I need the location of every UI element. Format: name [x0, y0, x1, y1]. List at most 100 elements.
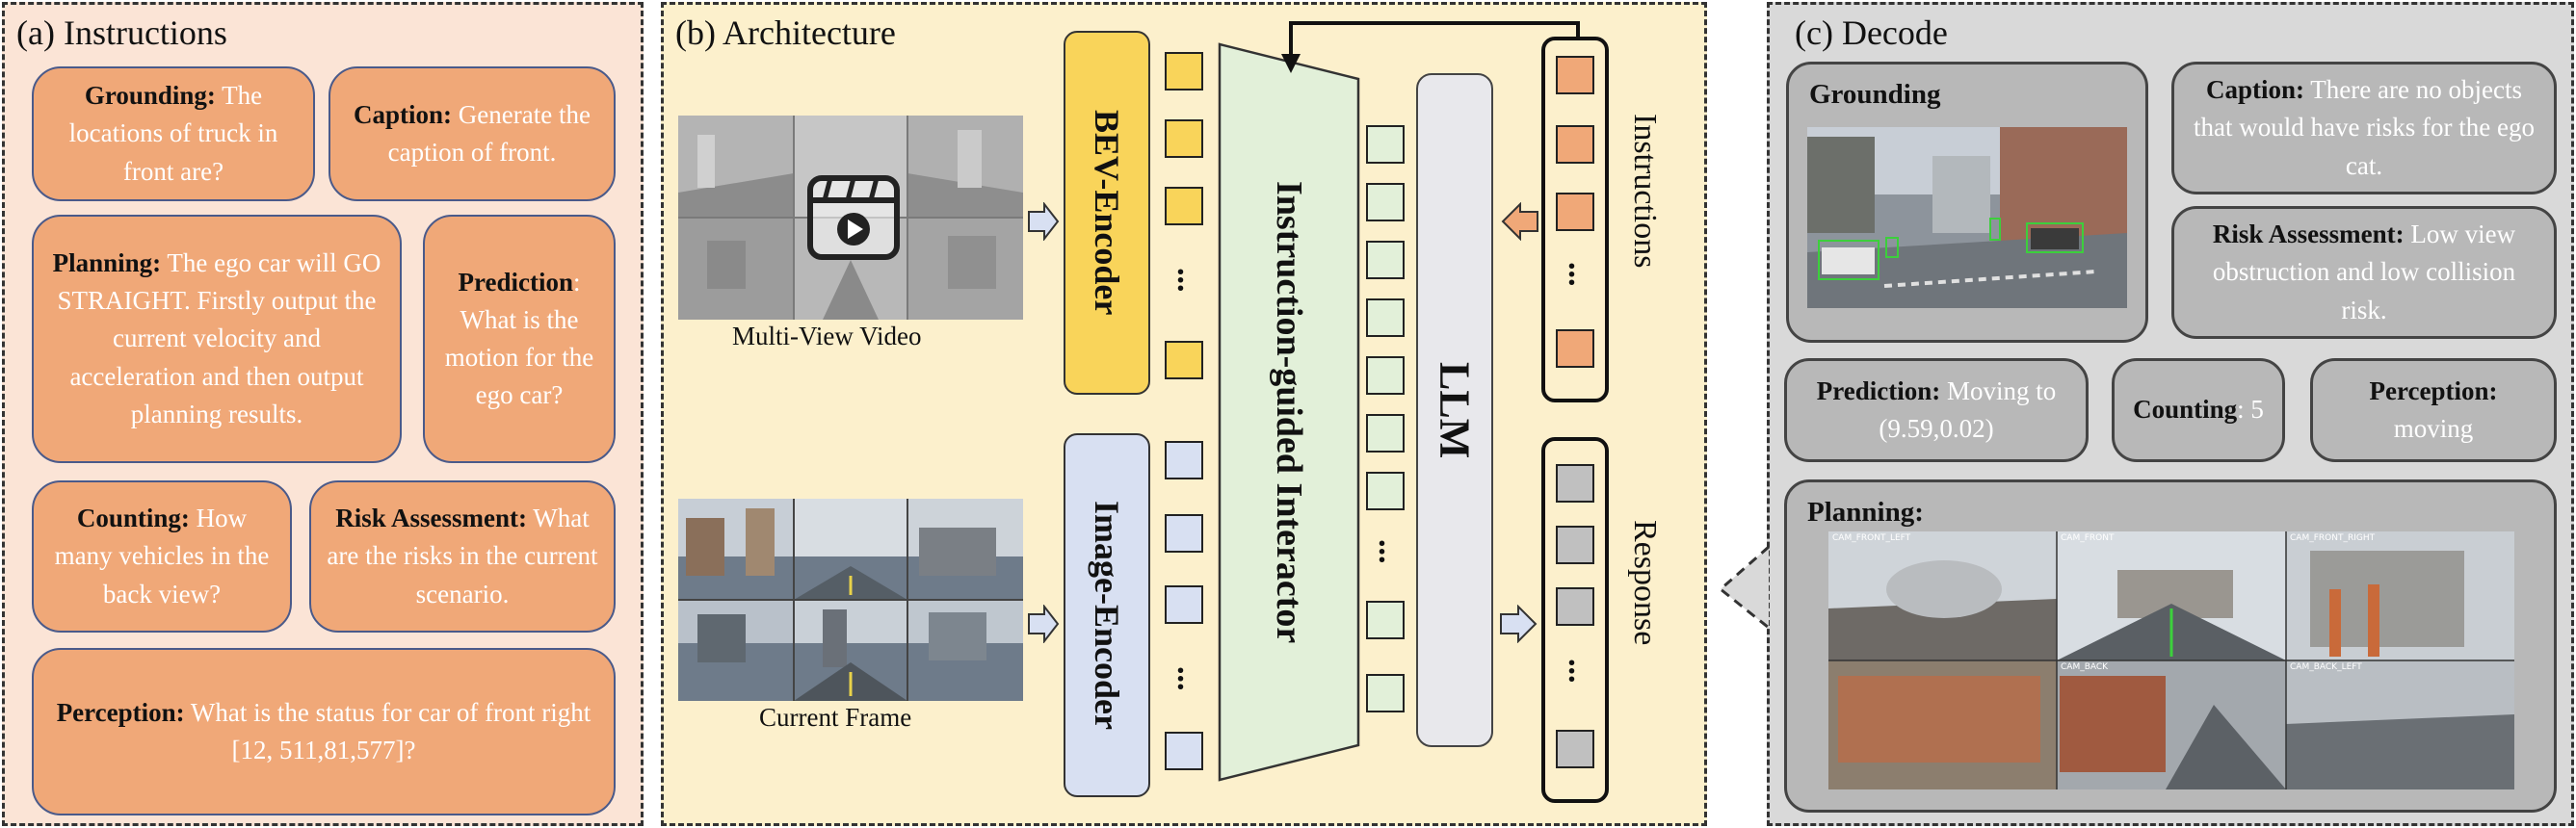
- grounding-result-image: [1807, 127, 2127, 308]
- planning-text: The ego car will GO STRAIGHT. Firstly ou…: [57, 248, 381, 428]
- counting-text: How many vehicles in the back view?: [54, 504, 270, 608]
- interactor-token: [1366, 183, 1405, 221]
- llm-to-response-arrow: [1500, 605, 1538, 643]
- decode-title: (c) Decode: [1795, 13, 1948, 52]
- prediction-label: Prediction: [458, 267, 573, 297]
- prediction-instruction-card: Prediction: What is the motion for the e…: [423, 215, 616, 463]
- prediction-result-text: Moving to (9.59,0.02): [1879, 375, 2057, 443]
- instructions-title: (a) Instructions: [16, 13, 227, 52]
- instruction-token: [1556, 193, 1594, 231]
- perception-result-text: moving: [2393, 414, 2474, 443]
- image-token: [1165, 732, 1203, 770]
- bev-token: [1165, 52, 1203, 91]
- perception-label: Perception:: [56, 697, 185, 727]
- interactor-block: Instruction-guided Interactor: [1218, 42, 1360, 782]
- caption-result-label: Caption:: [2206, 75, 2305, 105]
- interactor-label: Instruction-guided Interactor: [1269, 180, 1309, 644]
- instruction-token: [1556, 125, 1594, 164]
- llm-label: LLM: [1431, 361, 1479, 459]
- planning-label: Planning:: [52, 248, 162, 278]
- instruction-token: [1556, 56, 1594, 94]
- risk-result-label: Risk Assessment:: [2212, 220, 2405, 249]
- grounding-scene-graphic: [1807, 127, 2127, 308]
- image-encoder-label: Image-Encoder: [1088, 501, 1126, 730]
- cam-back-label: CAM_BACK: [2061, 662, 2109, 672]
- risk-text: What are the risks in the current scenar…: [327, 504, 598, 608]
- interactor-token: [1366, 298, 1405, 337]
- response-token: [1556, 730, 1594, 768]
- counting-result-card: Counting: 5: [2112, 358, 2285, 462]
- interactor-shape: [1218, 42, 1360, 782]
- instructions-to-llm-arrow: [1501, 202, 1538, 241]
- current-frame-image: [678, 499, 1023, 701]
- multi-view-video-image: [678, 116, 1023, 320]
- instructions-label: Instructions: [1627, 114, 1663, 269]
- bev-encoder-label: BEV-Encoder: [1088, 110, 1126, 316]
- interactor-token: [1366, 414, 1405, 453]
- planning-instruction-card: Planning: The ego car will GO STRAIGHT. …: [32, 215, 402, 463]
- risk-result-text: Low view obstruction and low collision r…: [2212, 220, 2516, 324]
- interactor-token: [1366, 601, 1405, 639]
- current-frame-label: Current Frame: [759, 703, 912, 732]
- cam-back-left-label: CAM_BACK_LEFT: [2290, 662, 2362, 672]
- caption-instruction-card: Caption: Generate the caption of front.: [329, 66, 616, 201]
- perception-result-card: Perception: moving: [2310, 358, 2557, 462]
- multi-view-video-label: Multi-View Video: [732, 322, 922, 350]
- image-encoder-block: Image-Encoder: [1064, 433, 1150, 797]
- prediction-text: : What is the motion for the ego car?: [444, 267, 594, 410]
- instruction-tokens-container: [1541, 37, 1609, 402]
- risk-result-card: Risk Assessment: Low view obstruction an…: [2171, 206, 2557, 339]
- video-play-icon: [807, 175, 900, 260]
- image-token: [1165, 514, 1203, 553]
- response-token: [1556, 464, 1594, 503]
- bev-encoder-block: BEV-Encoder: [1064, 31, 1150, 395]
- image-token: [1165, 585, 1203, 624]
- bev-token: [1165, 119, 1203, 158]
- architecture-title: (b) Architecture: [675, 13, 896, 52]
- counting-label: Counting:: [76, 504, 190, 533]
- interactor-token-ellipsis: ...: [1372, 539, 1407, 564]
- interactor-token: [1366, 674, 1405, 712]
- response-label: Response: [1627, 520, 1663, 646]
- video-to-bev-arrow: [1028, 202, 1060, 241]
- bev-token: [1165, 341, 1203, 379]
- response-token: [1556, 587, 1594, 626]
- perception-instruction-card: Perception: What is the status for car o…: [32, 648, 616, 815]
- grounding-instruction-card: Grounding: The locations of truck in fro…: [32, 66, 315, 201]
- cam-front-label: CAM_FRONT: [2061, 533, 2115, 543]
- perception-text: What is the status for car of front righ…: [184, 697, 591, 764]
- counting-instruction-card: Counting: How many vehicles in the back …: [32, 480, 292, 633]
- instruction-feedback-arrow: [1281, 21, 1580, 73]
- image-token-ellipsis: ...: [1170, 666, 1206, 691]
- prediction-result-label: Prediction:: [1816, 375, 1941, 405]
- interactor-token: [1366, 472, 1405, 510]
- counting-result-text: : 5: [2237, 395, 2264, 425]
- interactor-token: [1366, 125, 1405, 164]
- bev-token-ellipsis: ...: [1170, 268, 1206, 293]
- interactor-token: [1366, 241, 1405, 279]
- response-token-ellipsis: ...: [1562, 659, 1597, 684]
- caption-result-text: There are no objects that would have ris…: [2194, 75, 2535, 180]
- planning-scene-graphic: [1828, 531, 2514, 789]
- risk-instruction-card: Risk Assessment: What are the risks in t…: [309, 480, 616, 633]
- grounding-result-label: Grounding: [1809, 79, 1941, 110]
- instructions-panel: (a) Instructions Grounding: The location…: [2, 2, 644, 826]
- perception-result-label: Perception:: [2369, 375, 2498, 405]
- caption-text: Generate the caption of front.: [387, 99, 591, 167]
- planning-camera-grid: CAM_FRONT_LEFT CAM_FRONT CAM_FRONT_RIGHT…: [1828, 531, 2514, 789]
- response-token: [1556, 526, 1594, 564]
- grounding-label: Grounding:: [84, 81, 216, 111]
- bev-token: [1165, 187, 1203, 225]
- llm-block: LLM: [1416, 73, 1493, 747]
- interactor-token: [1366, 356, 1405, 395]
- frame-to-image-encoder-arrow: [1028, 605, 1060, 643]
- decode-callout-pointer: [1718, 545, 1770, 630]
- instruction-token-ellipsis: ...: [1562, 262, 1597, 287]
- instruction-token: [1556, 329, 1594, 368]
- prediction-result-card: Prediction: Moving to (9.59,0.02): [1784, 358, 2089, 462]
- counting-result-label: Counting: [2133, 395, 2238, 425]
- planning-result-label: Planning:: [1807, 497, 1924, 528]
- response-tokens-container: [1541, 437, 1609, 803]
- grounding-text: The locations of truck in front are?: [68, 81, 278, 186]
- risk-label: Risk Assessment:: [335, 504, 528, 533]
